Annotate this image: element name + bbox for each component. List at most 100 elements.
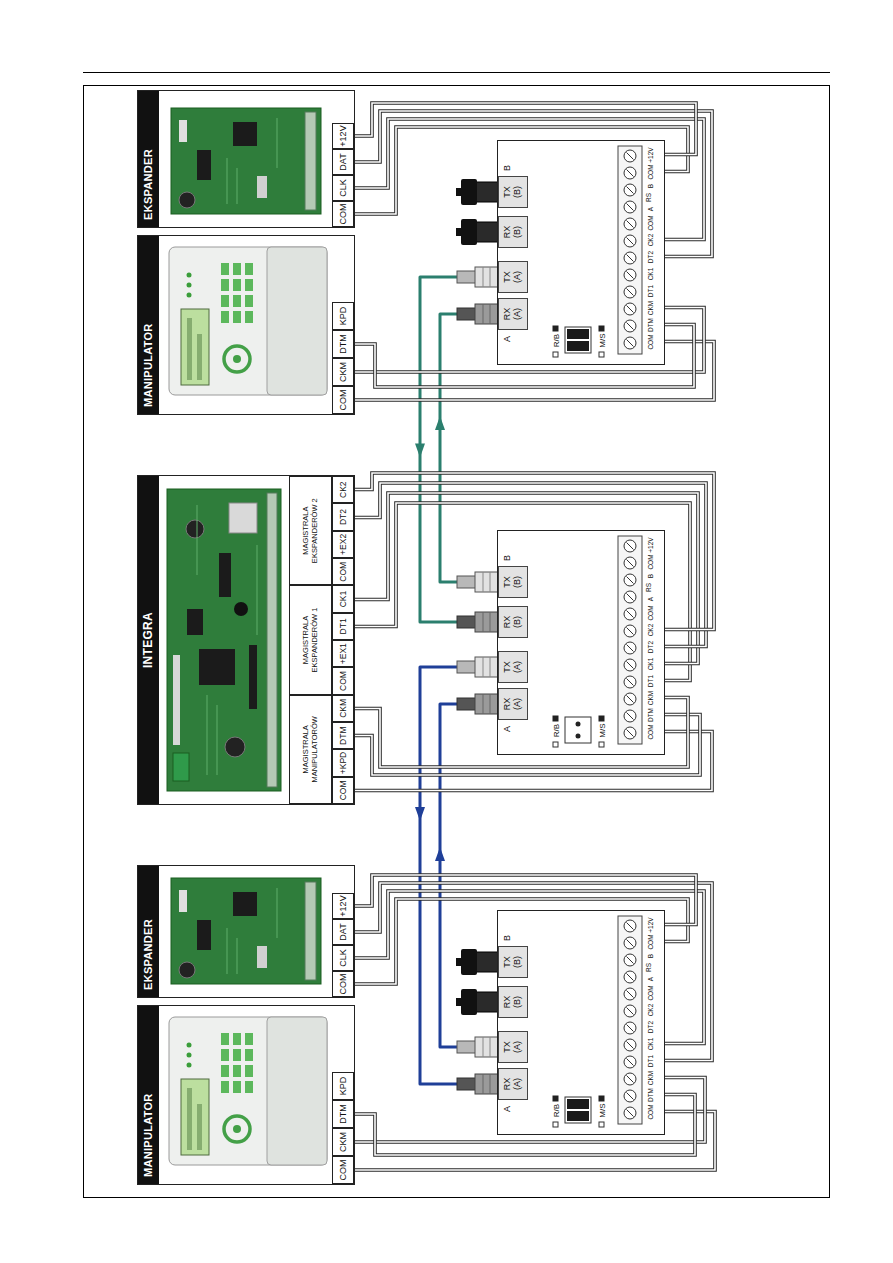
signal-wire — [355, 308, 704, 373]
port-label: TX (B) — [499, 177, 527, 207]
fiber-port: RX (A) — [498, 298, 528, 330]
port-group-letter: A — [501, 724, 513, 734]
signal-wire — [355, 1078, 705, 1143]
bus-label: MAGISTRALA EKSPANDERÓW 1 — [289, 585, 332, 694]
terminal-label: CK1 — [332, 585, 354, 612]
fiber-port: RX (A) — [498, 1068, 528, 1100]
wire-core — [355, 308, 704, 373]
fiber-port: TX (B) — [498, 566, 528, 598]
wire-outline — [355, 1095, 695, 1156]
terminal-label: DTM — [645, 317, 656, 334]
port-group-letter: B — [501, 553, 513, 563]
wire-core — [355, 1095, 695, 1156]
fiber-plug — [457, 657, 498, 677]
device-title: MANIPULATOR — [138, 1006, 159, 1184]
jumper-symbol — [565, 1097, 591, 1123]
terminal-label: CK1 — [645, 656, 656, 673]
fiber-port: RX (B) — [498, 216, 528, 248]
terminal-label: COM — [645, 164, 656, 181]
terminal-label: +12V — [332, 893, 354, 919]
terminal-label: COM — [332, 667, 354, 694]
terminal-label: B — [645, 182, 656, 190]
terminal-strip — [553, 146, 642, 357]
terminal-strip — [553, 536, 642, 747]
jumper-label: R/B — [551, 332, 562, 349]
port-group-letter: B — [501, 163, 513, 173]
arrow-head — [415, 807, 425, 821]
keypad-illustration — [169, 1017, 327, 1165]
wire-core — [355, 473, 714, 630]
terminal-label: COM — [645, 605, 656, 622]
terminal-label: CKM — [645, 1070, 656, 1087]
jumper-symbol — [565, 717, 591, 743]
terminal-label: A — [645, 595, 656, 603]
signal-wire — [355, 1095, 695, 1156]
wire-core — [355, 111, 712, 257]
wire-core — [355, 119, 704, 240]
port-group-letter: B — [501, 933, 513, 943]
device-title: EKSPANDER — [138, 866, 159, 997]
fiber-port: TX (A) — [498, 261, 528, 293]
terminal-label: B — [645, 952, 656, 960]
terminal-label: DT1 — [645, 283, 656, 300]
fiber-port: TX (B) — [498, 176, 528, 208]
terminal-label: DT1 — [645, 673, 656, 690]
terminal-label: CKM — [645, 690, 656, 707]
terminal-label: CK2 — [645, 232, 656, 249]
device-box: EKSPANDERCOMCLKDAT+12V — [137, 90, 355, 228]
fiber-link — [435, 314, 498, 582]
device-title: EKSPANDER — [138, 91, 159, 227]
terminal-label: RS — [643, 192, 654, 204]
device-box: MANIPULATOR COMCKMDTMKPD — [137, 1005, 355, 1185]
dust-cap — [456, 179, 498, 205]
wire-core — [355, 891, 704, 1044]
port-label: TX (A) — [499, 1032, 527, 1062]
terminal-label: A — [645, 975, 656, 983]
wire-outline — [355, 325, 694, 388]
signal-wire — [355, 891, 704, 1044]
port-label: TX (B) — [499, 947, 527, 977]
terminal-label: A — [645, 205, 656, 213]
terminal-label: DT2 — [645, 1019, 656, 1036]
terminal-label: KPD — [332, 1072, 354, 1100]
terminal-label: DT2 — [645, 249, 656, 266]
terminal-label: CKM — [645, 300, 656, 317]
wire-outline — [355, 732, 712, 791]
wire-core — [355, 325, 694, 388]
jumper-label: M/S — [597, 1102, 608, 1119]
terminal-label: CK2 — [332, 476, 354, 503]
terminal-label: RS — [643, 582, 654, 594]
terminal-label: +EX2 — [332, 531, 354, 558]
terminal-strip — [553, 916, 642, 1127]
device-title: INTEGRA — [138, 476, 159, 804]
signal-wire — [355, 473, 714, 630]
terminal-label: COM — [332, 1156, 354, 1184]
device-box: MANIPULATORCOMCKMDTMKPD — [137, 235, 355, 415]
terminal-label: DT1 — [332, 613, 354, 640]
signal-wire — [355, 119, 704, 240]
port-label: RX (A) — [499, 1069, 527, 1099]
terminal-label: +12V — [645, 537, 656, 554]
fiber-port: RX (B) — [498, 986, 528, 1018]
terminal-label: CKM — [332, 358, 354, 386]
fiber-port: RX (A) — [498, 688, 528, 720]
fiber-plug — [457, 1074, 498, 1094]
terminal-label: CKM — [332, 1128, 354, 1156]
terminal-label: COM — [645, 985, 656, 1002]
signal-wire — [355, 875, 696, 925]
arrow-head — [415, 444, 425, 458]
port-label: RX (A) — [499, 689, 527, 719]
arrow-head — [435, 416, 445, 430]
fiber-port: TX (B) — [498, 946, 528, 978]
terminal-label: DAT — [332, 919, 354, 945]
port-label: RX (B) — [499, 217, 527, 247]
fiber-link — [415, 277, 498, 622]
terminal-label: COM — [332, 777, 354, 804]
wire-core — [355, 103, 696, 155]
terminal-label: DTM — [332, 1100, 354, 1128]
terminal-label: RS — [643, 962, 654, 974]
wire-outline — [355, 1078, 705, 1143]
wire-core — [355, 732, 712, 791]
